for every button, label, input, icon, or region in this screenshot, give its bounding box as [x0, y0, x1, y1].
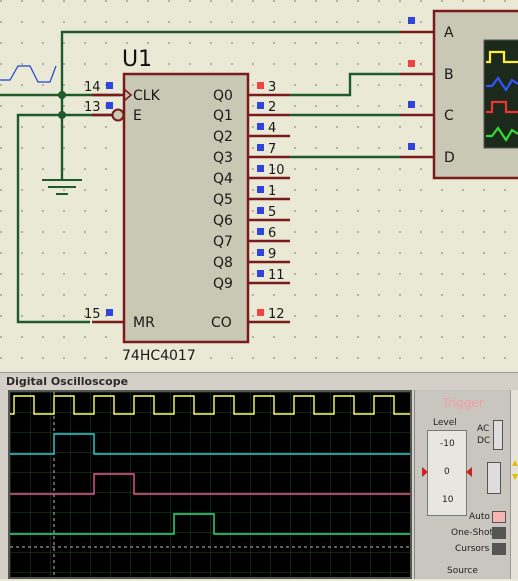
dial-tick-10: 10 — [442, 495, 454, 505]
clk-edge-triangle — [123, 88, 133, 102]
right-pin-markers — [257, 82, 264, 316]
auto-button[interactable] — [492, 511, 506, 523]
right-pin-lines — [248, 93, 290, 324]
oscilloscope-traces — [10, 392, 410, 577]
slope-switch[interactable] — [487, 462, 501, 494]
pin-label-q5: Q5 — [213, 192, 233, 208]
pin-num-15: 15 — [84, 307, 101, 322]
pin-num-9: 9 — [268, 247, 276, 262]
one-shot-label: One-Shot — [451, 528, 494, 538]
wires — [0, 30, 400, 324]
pin-num-7: 7 — [268, 142, 276, 157]
ac-label: AC — [477, 424, 490, 434]
level-pointer-right-icon — [466, 467, 472, 477]
dial-tick-0: 0 — [444, 467, 450, 477]
pin-num-5: 5 — [268, 205, 276, 220]
auto-label: Auto — [469, 512, 490, 522]
trace-channel-b — [10, 433, 410, 455]
pin-num-14: 14 — [84, 80, 101, 95]
level-dial[interactable]: -10 0 10 — [422, 430, 472, 516]
ac-dc-switch[interactable] — [493, 420, 503, 450]
oscilloscope-window-title: Digital Oscilloscope — [6, 375, 129, 388]
left-pin-lines — [92, 93, 124, 324]
scope-input-markers — [408, 17, 415, 150]
scope-input-c: C — [444, 108, 454, 124]
pin-label-q7: Q7 — [213, 234, 233, 250]
trigger-panel: Trigger Level -10 0 10 AC DC Auto One-Sh… — [414, 390, 511, 579]
level-pointer-left-icon — [422, 467, 428, 477]
part-name: 74HC4017 — [122, 348, 196, 364]
scope-grid — [10, 392, 410, 577]
cursors-label: Cursors — [455, 544, 490, 554]
pin-label-co: CO — [211, 315, 232, 331]
oscilloscope-display[interactable] — [8, 390, 412, 579]
pin-num-3: 3 — [268, 80, 276, 95]
pin-label-q4: Q4 — [213, 171, 233, 187]
pin-label-q1: Q1 — [213, 108, 233, 124]
pin-num-10: 10 — [268, 163, 285, 178]
clock-source-symbol[interactable] — [0, 65, 57, 83]
pin-label-q9: Q9 — [213, 276, 233, 292]
pin-label-mr: MR — [133, 315, 155, 331]
level-label: Level — [433, 418, 457, 428]
pin-label-q3: Q3 — [213, 150, 233, 166]
scope-input-d: D — [444, 150, 455, 166]
pin-num-2: 2 — [268, 100, 276, 115]
trace-channel-c — [10, 473, 410, 495]
grid-dots — [0, 0, 518, 370]
dc-label: DC — [477, 436, 491, 446]
enable-inversion-bubble — [111, 108, 125, 122]
trace-channel-a — [10, 395, 410, 415]
trace-channel-d — [10, 513, 410, 535]
dial-tick-minus10: -10 — [440, 439, 455, 449]
pin-label-e: E — [133, 108, 142, 124]
pin-num-1: 1 — [268, 184, 276, 199]
one-shot-button[interactable] — [492, 527, 506, 539]
collapse-arrow-icon[interactable] — [512, 460, 518, 466]
part-reference: U1 — [122, 47, 152, 72]
pin-label-q6: Q6 — [213, 213, 233, 229]
source-label: Source — [447, 566, 478, 576]
side-panel-edge — [510, 390, 518, 579]
ground-symbol — [42, 179, 82, 195]
pin-label-q8: Q8 — [213, 255, 233, 271]
pin-label-q0: Q0 — [213, 88, 233, 104]
schematic-canvas[interactable]: U1 74HC4017 14 CLK 13 E 15 MR — [0, 0, 518, 370]
digital-oscilloscope-window: Digital Oscilloscope Trigger Level -10 — [0, 372, 518, 579]
ic-body-74hc4017[interactable] — [122, 72, 250, 344]
trigger-title: Trigger — [442, 396, 484, 410]
scope-input-lines — [400, 30, 434, 159]
pin-num-12: 12 — [268, 307, 285, 322]
pin-num-6: 6 — [268, 226, 276, 241]
scope-input-a: A — [444, 25, 454, 41]
pin-label-clk: CLK — [133, 88, 161, 104]
pin-label-q2: Q2 — [213, 129, 233, 145]
scope-input-b: B — [444, 67, 454, 83]
pin-num-11: 11 — [268, 268, 285, 283]
left-pin-markers — [106, 82, 113, 316]
cursors-button[interactable] — [492, 543, 506, 555]
junctions — [58, 91, 66, 119]
pin-num-4: 4 — [268, 121, 276, 136]
scope-screen-traces — [486, 50, 518, 143]
expand-arrow-icon[interactable] — [512, 474, 518, 480]
pin-num-13: 13 — [84, 100, 101, 115]
